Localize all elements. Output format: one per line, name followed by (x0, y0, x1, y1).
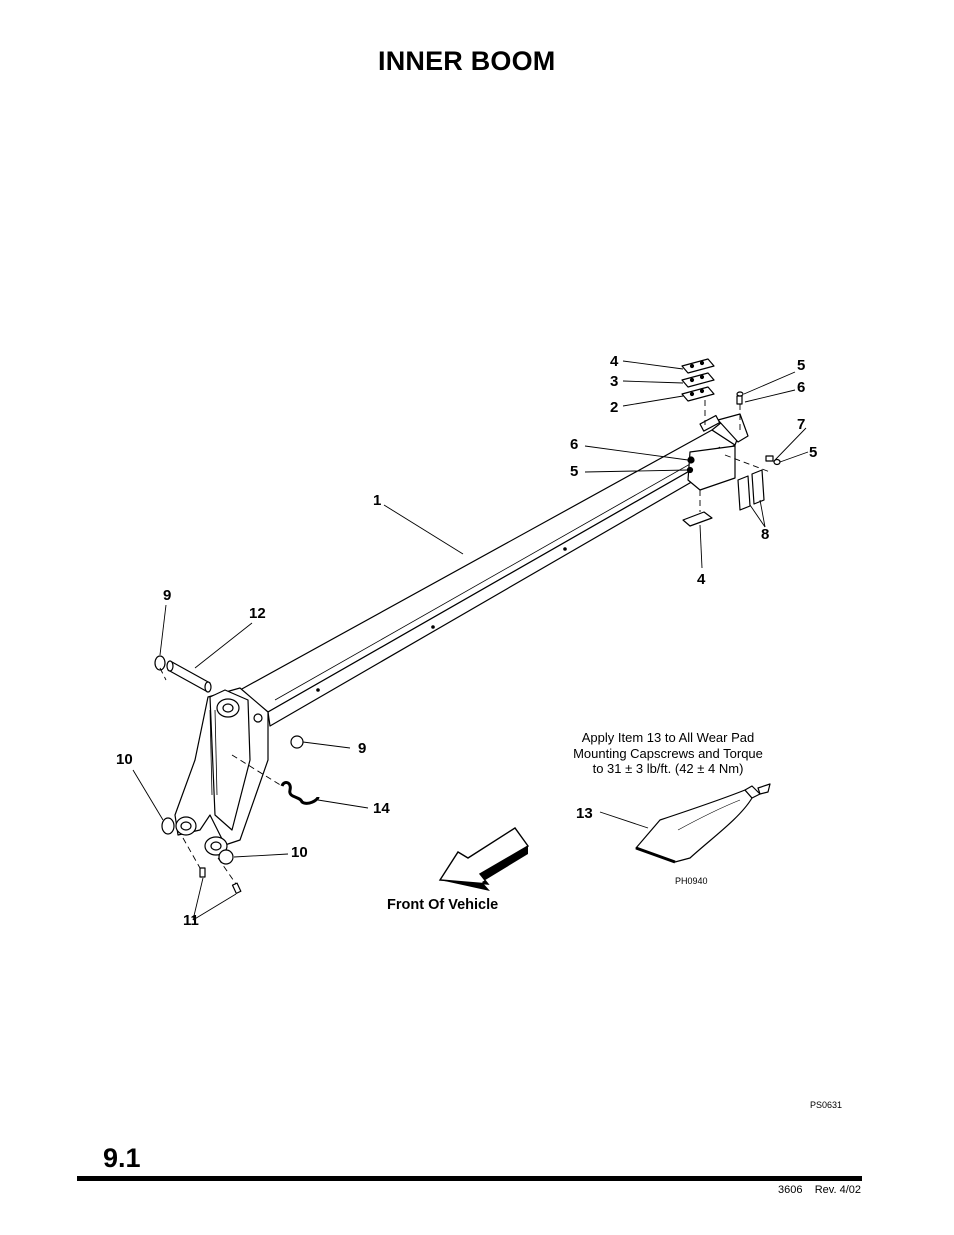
callout-8: 8 (761, 526, 769, 543)
grease-fitting (199, 867, 242, 894)
callout-11: 11 (183, 912, 199, 929)
callout-10: 10 (116, 751, 133, 768)
callout-4: 4 (697, 571, 706, 588)
callout-5: 5 (809, 444, 817, 461)
torque-instruction-note: Apply Item 13 to All Wear Pad Mounting C… (558, 730, 778, 777)
note-line: to 31 ± 3 lb/ft. (42 ± 4 Nm) (592, 761, 744, 776)
footer-revision: 3606 Rev. 4/02 (778, 1184, 861, 1196)
callout-9: 9 (358, 740, 366, 757)
note-line: Mounting Capscrews and Torque (573, 745, 763, 761)
note-line: Apply Item 13 to All Wear Pad (581, 730, 755, 745)
callout-2: 2 (610, 399, 618, 416)
callout-9: 9 (163, 587, 171, 604)
wear-pad-stack (681, 358, 715, 402)
callout-6: 6 (797, 379, 805, 396)
front-direction-arrow-icon (438, 827, 530, 891)
assembly-lines (159, 400, 771, 885)
callout-4: 4 (610, 353, 619, 370)
leader-lines (132, 360, 809, 921)
hose-coil (280, 781, 320, 805)
bushing (161, 817, 234, 865)
callout-12: 12 (249, 605, 266, 622)
callout-5: 5 (797, 357, 805, 374)
capscrews (736, 391, 781, 466)
callout-3: 3 (610, 373, 618, 390)
callout-5: 5 (570, 463, 578, 480)
boom-pivot-end (174, 687, 269, 856)
inner-boom-body (239, 413, 749, 727)
callout-13: 13 (576, 805, 593, 822)
callout-7: 7 (797, 416, 805, 433)
section-number: 9.1 (103, 1143, 141, 1173)
callout-10: 10 (291, 844, 308, 861)
snap-ring (290, 735, 304, 749)
front-of-vehicle-label: Front Of Vehicle (387, 897, 499, 913)
callout-14: 14 (373, 800, 390, 817)
page-title: INNER BOOM (378, 46, 556, 76)
callout-6: 6 (570, 436, 578, 453)
wear-pad-bottom (682, 511, 713, 527)
pivot-pin (166, 660, 212, 693)
inset-reference: PH0940 (675, 876, 708, 886)
snap-ring (154, 655, 166, 671)
figure-reference: PS0631 (810, 1100, 843, 1110)
footer-rule (77, 1176, 862, 1181)
callout-1: 1 (373, 492, 381, 509)
side-wear-pads (737, 469, 765, 511)
adhesive-tube-icon (635, 783, 771, 864)
